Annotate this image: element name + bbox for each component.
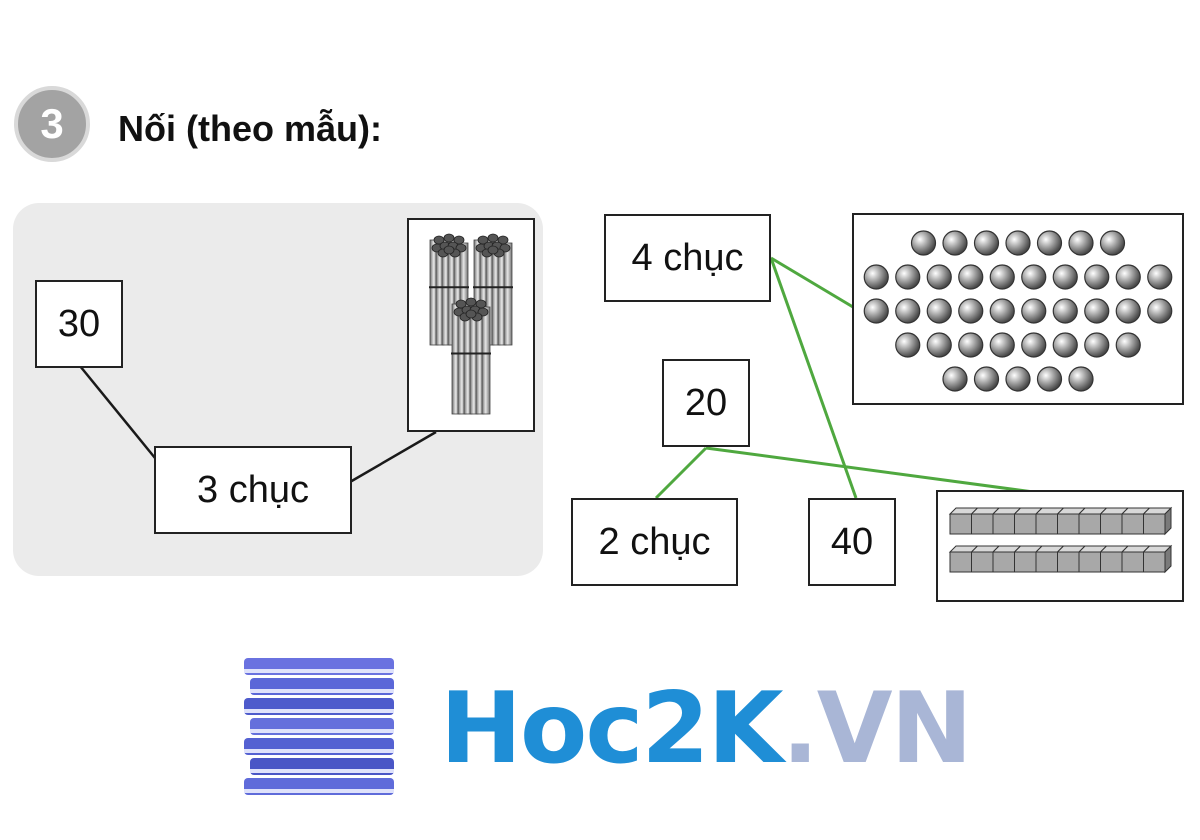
marble: [863, 264, 889, 290]
marble: [958, 264, 984, 290]
cube: [1014, 551, 1037, 573]
forty-label: 40: [830, 520, 874, 563]
brand-tail: .VN: [781, 672, 973, 786]
marble: [989, 332, 1015, 358]
marble: [1005, 366, 1031, 392]
exercise-title: Nối (theo mẫu):: [118, 108, 382, 149]
cube: [1121, 551, 1144, 573]
example-tens-label: 3 chục: [197, 468, 309, 511]
marble: [1052, 298, 1078, 324]
marble: [1021, 264, 1047, 290]
twenty-box: 20: [662, 359, 750, 447]
cubes-picture: [936, 490, 1184, 602]
four-tens-label: 4 chục: [631, 236, 744, 279]
cube-side: [1164, 544, 1172, 574]
example-number-label: 30: [57, 302, 101, 345]
cube: [1014, 513, 1037, 535]
marble: [942, 230, 968, 256]
cube-side: [1164, 506, 1172, 536]
marble: [958, 332, 984, 358]
marble: [910, 230, 937, 256]
marble: [926, 332, 952, 358]
marble: [1084, 264, 1110, 290]
marble: [863, 298, 889, 324]
marble: [1021, 298, 1047, 324]
marble: [1005, 230, 1031, 256]
cube: [1057, 513, 1080, 535]
cube-row: [948, 506, 1173, 536]
stick-bundle: [473, 233, 513, 346]
marble: [1036, 230, 1063, 256]
cube: [992, 513, 1015, 535]
answer-line-20-cubes: [705, 446, 1064, 498]
exercise-number: 3: [40, 100, 64, 147]
example-tens-box: 3 chục: [154, 446, 352, 534]
marble: [895, 298, 921, 324]
marble: [1084, 298, 1110, 324]
cube: [1143, 551, 1166, 573]
marble: [895, 332, 921, 358]
marble: [1099, 230, 1126, 256]
books-logo-icon: [244, 658, 394, 795]
cube: [1078, 551, 1101, 573]
cube: [1057, 551, 1080, 573]
cube: [1143, 513, 1166, 535]
marble: [1147, 298, 1173, 324]
marble: [942, 366, 968, 392]
marble: [1052, 264, 1078, 290]
marble: [973, 366, 1000, 392]
example-number-box: 30: [35, 280, 123, 368]
marble: [1084, 332, 1110, 358]
marble: [989, 298, 1015, 324]
cube: [971, 551, 994, 573]
marble: [1115, 332, 1141, 358]
marble: [1068, 366, 1094, 392]
cube: [992, 551, 1015, 573]
cube: [949, 551, 972, 573]
answer-line-20-2chuc: [654, 446, 708, 500]
example-line-bundles: [349, 430, 437, 484]
four-tens-box: 4 chục: [604, 214, 771, 302]
cube-row: [948, 544, 1173, 574]
two-tens-box: 2 chục: [571, 498, 738, 586]
marble: [1036, 366, 1063, 392]
stick-bundles-picture: [407, 218, 535, 432]
cube: [1121, 513, 1144, 535]
answer-line-4chuc-40: [769, 257, 858, 499]
cube: [1100, 551, 1123, 573]
marble: [1147, 264, 1173, 290]
marble: [1068, 230, 1094, 256]
forty-box: 40: [808, 498, 896, 586]
cube: [1100, 513, 1123, 535]
marble: [895, 264, 921, 290]
cube: [1035, 513, 1058, 535]
cube: [949, 513, 972, 535]
brand-main: Hoc2K: [440, 672, 784, 786]
cube: [971, 513, 994, 535]
cube: [1035, 551, 1058, 573]
cube: [1078, 513, 1101, 535]
marble: [926, 298, 952, 324]
marble: [958, 298, 984, 324]
marble: [1052, 332, 1078, 358]
stick-bundle: [451, 297, 491, 415]
marbles-picture: [852, 213, 1184, 405]
marble: [1115, 298, 1141, 324]
marble: [973, 230, 1000, 256]
exercise-number-badge: 3: [14, 86, 90, 162]
two-tens-label: 2 chục: [598, 520, 711, 563]
marble: [1021, 332, 1047, 358]
answer-line-4chuc-marbles: [770, 256, 859, 312]
marble: [926, 264, 952, 290]
marble: [989, 264, 1015, 290]
example-line-30: [79, 365, 156, 459]
twenty-label: 20: [684, 381, 728, 424]
marble: [1115, 264, 1141, 290]
brand-logo-text: Hoc2K.VN: [440, 672, 973, 786]
